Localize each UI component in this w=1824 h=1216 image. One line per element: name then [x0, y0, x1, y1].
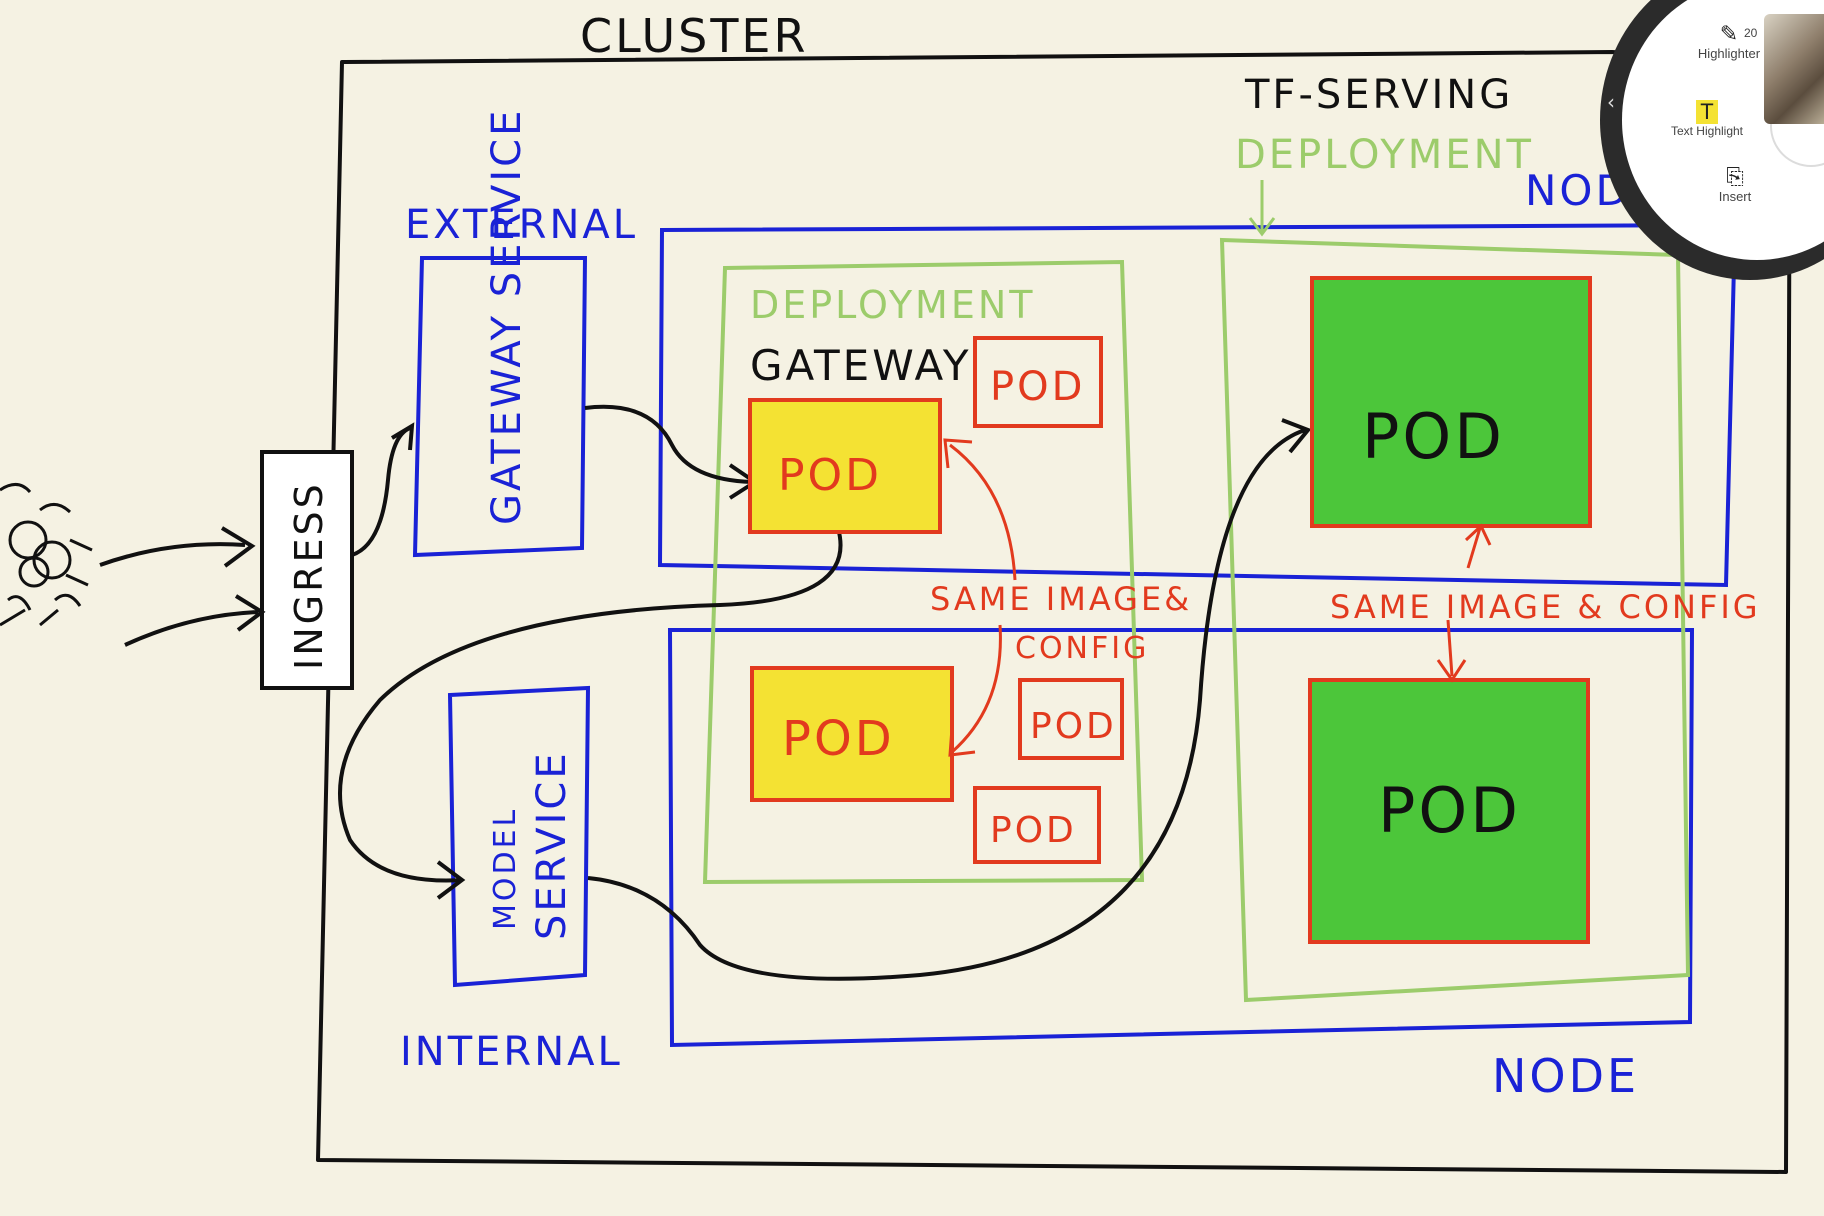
- model-service-to-tf-pod-arrow: [587, 418, 1312, 981]
- highlighter-tool[interactable]: ✎ Highlighter: [1684, 21, 1774, 62]
- ingress-label: INGRESS: [287, 481, 331, 670]
- gateway-pod-bottom-small-1: POD: [1018, 678, 1124, 760]
- gateway-service-box: [412, 256, 588, 558]
- tf-serving-deployment-label: DEPLOYMENT: [1235, 132, 1534, 178]
- same-image-left-arrow-down: [948, 624, 1002, 757]
- same-image-right-label: SAME IMAGE & CONFIG: [1330, 588, 1761, 626]
- external-label: EXTERNAL: [405, 202, 638, 248]
- insert-tool[interactable]: ⎘ Insert: [1690, 164, 1780, 205]
- gateway-deployment-boundary: [702, 259, 1145, 885]
- pod-label: POD: [990, 810, 1077, 851]
- pod-label: POD: [782, 711, 895, 767]
- insert-label: Insert: [1718, 189, 1752, 204]
- chevron-left-icon[interactable]: ‹: [1607, 90, 1615, 114]
- users-to-ingress-arrow-2: [124, 594, 266, 647]
- text-highlight-icon: T: [1696, 100, 1718, 124]
- pod-label: POD: [990, 364, 1085, 410]
- ingress-to-gateway-service-arrow: [351, 422, 415, 557]
- internal-label: INTERNAL: [400, 1029, 623, 1075]
- tf-serving-pod-top: POD: [1310, 276, 1592, 528]
- highlighter-icon: ✎: [1719, 21, 1739, 46]
- text-highlight-label: Text Highlight: [1670, 124, 1744, 138]
- users-to-ingress-arrow-1: [99, 526, 256, 568]
- gateway-pod-top-small: POD: [973, 336, 1103, 428]
- gateway-pod-top-main: POD: [748, 398, 942, 534]
- same-image-right-arrow-up: [1464, 523, 1492, 569]
- gateway-pod-bottom-small-2: POD: [973, 786, 1101, 864]
- users-doodle: [0, 483, 93, 627]
- ingress-box: [260, 450, 354, 690]
- cluster-boundary: [316, 50, 1792, 1174]
- same-image-right-arrow-down: [1436, 619, 1467, 683]
- model-service-label-line2: SERVICE: [529, 750, 575, 940]
- tf-serving-pod-bottom: POD: [1308, 678, 1590, 944]
- cluster-label: CLUSTER: [580, 9, 808, 63]
- pod-label: POD: [1030, 706, 1117, 747]
- node-bottom-boundary: [667, 628, 1695, 1048]
- gateway-pod-bottom-main: POD: [750, 666, 954, 802]
- gateway-service-label: GATEWAY SERVICE: [484, 108, 530, 525]
- pod-label: POD: [778, 450, 882, 501]
- same-image-left-line2: CONFIG: [1015, 631, 1149, 666]
- gateway-pod-to-model-service-arrow: [338, 527, 843, 900]
- webcam-overlay: [1764, 14, 1824, 124]
- pod-label: POD: [1378, 774, 1521, 847]
- node-top-boundary: [657, 222, 1738, 588]
- model-service-label-line1: MODEL: [488, 807, 523, 930]
- highlighter-label: Highlighter: [1697, 46, 1761, 61]
- gateway-deployment-label: DEPLOYMENT: [750, 283, 1035, 327]
- gateway-service-to-pod-arrow: [584, 404, 759, 500]
- size-badge: 20: [1744, 26, 1758, 40]
- pod-label: POD: [1362, 400, 1505, 473]
- radial-toolbar: ‹ ✎ Highlighter 20 T Text Highlight ⎘ In…: [1600, 0, 1824, 280]
- tf-serving-label: TF-SERVING: [1244, 72, 1513, 118]
- tf-serving-deployment-boundary: [1219, 237, 1691, 1003]
- tf-serving-pointer-arrow: [1248, 180, 1276, 237]
- same-image-left-line1: SAME IMAGE&: [930, 580, 1192, 618]
- same-image-left-arrow-up: [943, 438, 1017, 581]
- text-highlight-tool[interactable]: T Text Highlight: [1662, 100, 1752, 139]
- node-bottom-label: NODE: [1492, 1049, 1639, 1103]
- insert-icon: ⎘: [1726, 164, 1744, 189]
- gateway-label: GATEWAY: [750, 341, 972, 390]
